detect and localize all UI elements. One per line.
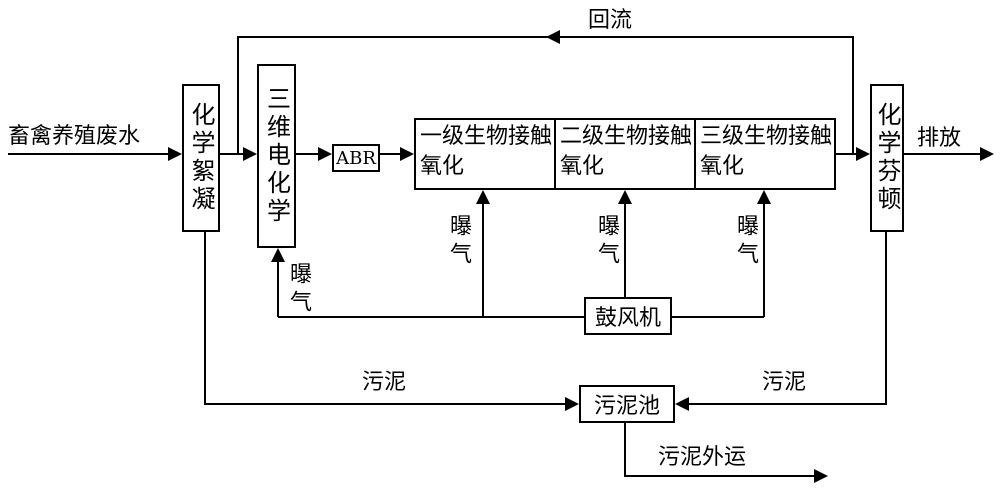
sludge-label-left: 污泥	[362, 370, 407, 395]
sludge-out-label: 污泥外运	[658, 445, 747, 470]
abr-box: ABR	[332, 144, 380, 172]
coagulation-box: 化学絮凝	[182, 84, 220, 232]
blower-box: 鼓风机	[584, 297, 672, 335]
aeration-label-stage2: 曝气	[594, 214, 619, 270]
stage3-cell: 三级生物接触氧化	[700, 124, 833, 179]
sludge-label-right: 污泥	[762, 370, 807, 395]
stage1-cell: 一级生物接触氧化	[416, 118, 556, 190]
aeration-label-electrochem: 曝气	[286, 262, 311, 318]
fenton-box: 化学芬顿	[870, 84, 904, 232]
fenton-label: 化学芬顿	[873, 102, 901, 214]
bio-oxidation-block: 一级生物接触氧化 二级生物接触氧化 三级生物接触氧化	[414, 118, 836, 190]
electrochem-box: 三维电化学	[257, 64, 296, 248]
aeration-label-stage1: 曝气	[446, 214, 471, 270]
abr-label: ABR	[336, 147, 376, 169]
blower-label: 鼓风机	[594, 306, 661, 331]
sludge-tank-box: 污泥池	[579, 385, 675, 423]
stage2-cell: 二级生物接触氧化	[556, 118, 696, 190]
coagulation-label: 化学絮凝	[187, 102, 215, 214]
electrochem-label: 三维电化学	[262, 86, 291, 226]
sludge-tank-label: 污泥池	[593, 394, 660, 419]
aeration-label-stage3: 曝气	[733, 214, 758, 270]
influent-label: 畜禽养殖废水	[8, 124, 141, 149]
reflux-label: 回流	[588, 8, 633, 33]
discharge-label: 排放	[917, 126, 962, 151]
